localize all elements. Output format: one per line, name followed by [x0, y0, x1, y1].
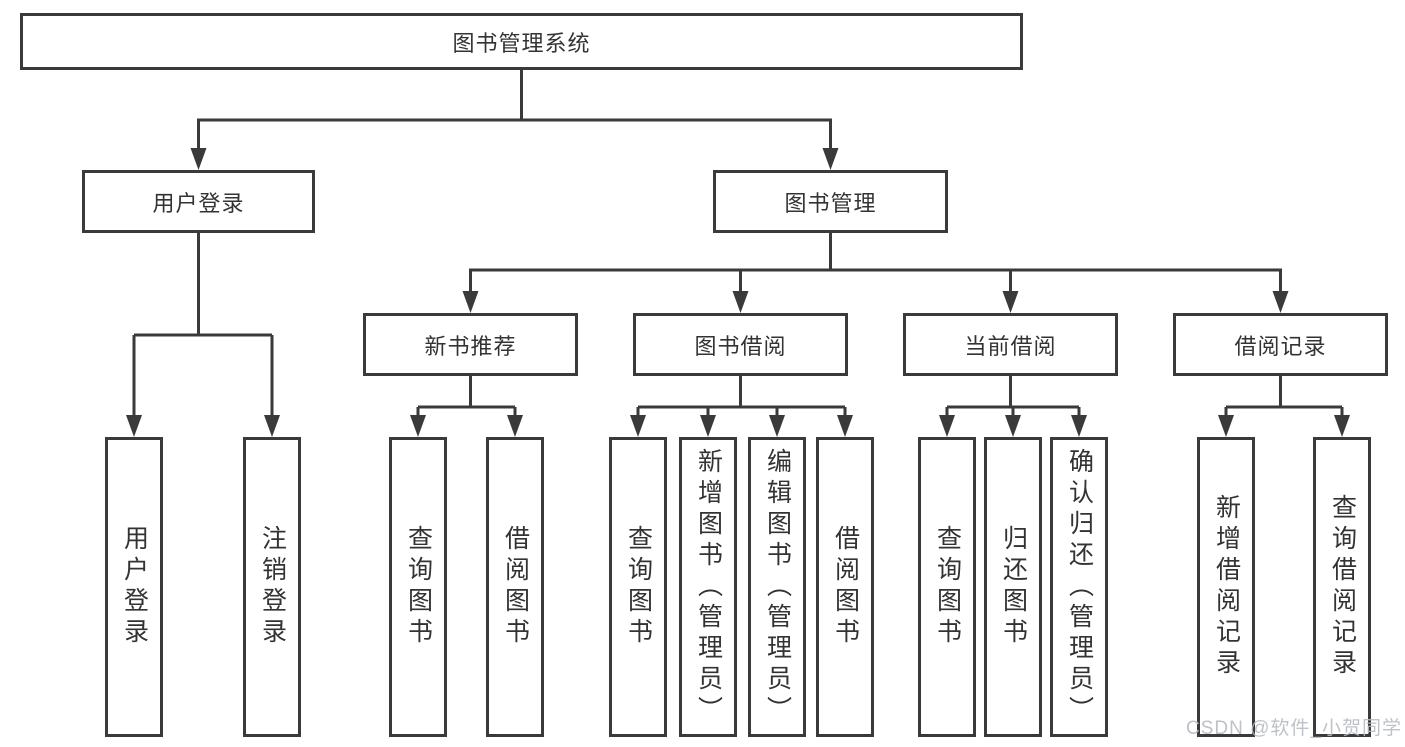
watermark: CSDN @软件_小贺同学 [1186, 718, 1402, 739]
node-user-login: 用户登录 [82, 170, 315, 233]
node-leaf-borrow-books-recommend: 借阅图书 [486, 437, 544, 737]
connector-borrow-group [636, 376, 847, 417]
arrow-icon [822, 148, 839, 170]
arrow-icon [190, 148, 207, 170]
node-leaf-add-book-admin: 新增图书（管理员） [679, 437, 737, 737]
arrow-icon [837, 415, 853, 437]
node-book-borrowing: 图书借阅 [633, 313, 848, 376]
arrow-icon [264, 415, 280, 437]
node-leaf-confirm-return-admin: 确认归还（管理员） [1050, 437, 1108, 737]
connector-root [197, 70, 832, 150]
arrowheads [126, 148, 1350, 437]
node-current-borrowing: 当前借阅 [903, 313, 1118, 376]
connector-record-group [1224, 376, 1344, 417]
arrow-icon [769, 415, 785, 437]
connector-user-group [132, 233, 274, 417]
arrow-icon [507, 415, 523, 437]
node-leaf-add-borrow-record: 新增借阅记录 [1197, 437, 1255, 737]
arrow-icon [1272, 291, 1289, 313]
arrow-icon [410, 415, 426, 437]
node-leaf-logout: 注销登录 [243, 437, 301, 737]
arrow-icon [1002, 291, 1019, 313]
connector-current-group [945, 376, 1081, 417]
arrow-icon [462, 291, 479, 313]
node-new-book-recommend: 新书推荐 [363, 313, 578, 376]
arrow-icon [1071, 415, 1087, 437]
arrow-icon [1334, 415, 1350, 437]
connector-newbook-group [416, 376, 517, 417]
node-leaf-query-borrow-record: 查询借阅记录 [1313, 437, 1371, 737]
arrow-icon [1005, 415, 1021, 437]
arrow-icon [126, 415, 142, 437]
node-book-management: 图书管理 [713, 170, 948, 233]
node-leaf-query-books-borrow: 查询图书 [609, 437, 667, 737]
arrow-icon [939, 415, 955, 437]
node-leaf-borrow-books: 借阅图书 [816, 437, 874, 737]
node-borrowing-records: 借阅记录 [1173, 313, 1388, 376]
arrow-icon [700, 415, 716, 437]
node-library-management-system: 图书管理系统 [20, 13, 1023, 70]
node-leaf-query-books-recommend: 查询图书 [389, 437, 447, 737]
arrow-icon [1218, 415, 1234, 437]
arrow-icon [630, 415, 646, 437]
node-leaf-query-books-current: 查询图书 [918, 437, 976, 737]
node-leaf-user-login: 用户登录 [105, 437, 163, 737]
node-leaf-return-book: 归还图书 [984, 437, 1042, 737]
arrow-icon [732, 291, 749, 313]
node-leaf-edit-book-admin: 编辑图书（管理员） [748, 437, 806, 737]
connector-management-group [469, 233, 1282, 293]
